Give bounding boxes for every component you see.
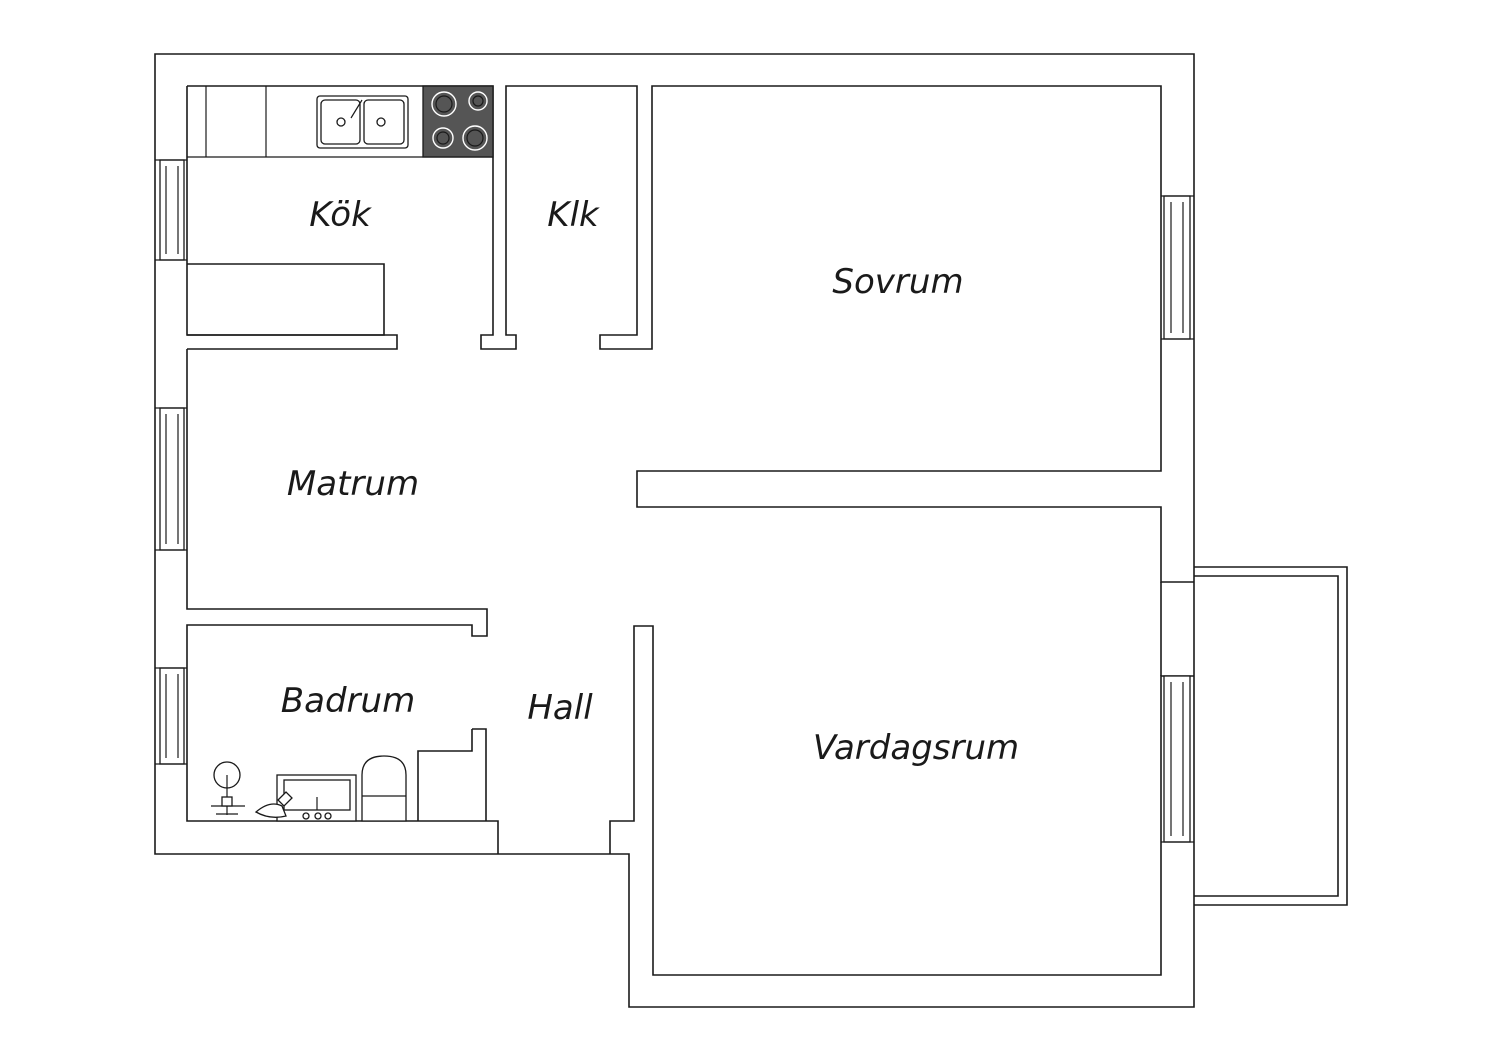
toilet-icon	[361, 755, 407, 822]
label-badrum: Badrum	[281, 681, 415, 721]
label-vardagsrum: Vardagsrum	[813, 728, 1019, 768]
outer-walls	[154, 53, 1195, 1008]
label-matrum: Matrum	[287, 464, 419, 504]
window-dining	[155, 407, 187, 551]
window-kitchen	[155, 159, 187, 261]
window-living	[1161, 675, 1194, 843]
washbasin-icon	[254, 774, 357, 822]
label-kok: Kök	[309, 195, 372, 235]
balcony	[1194, 566, 1348, 906]
window-icon	[155, 159, 1194, 843]
shower-icon	[211, 761, 245, 815]
window-bedroom	[1161, 195, 1194, 340]
interior-walls	[186, 85, 1194, 976]
stove-icon	[422, 85, 494, 158]
label-hall: Hall	[527, 688, 593, 728]
room-labels: Kök Klk Sovrum Matrum Badrum Hall Vardag…	[281, 195, 1019, 768]
kitchen-outline	[187, 85, 1194, 583]
label-sovrum: Sovrum	[832, 262, 963, 302]
label-klk: Klk	[547, 195, 600, 235]
sink-icon	[316, 95, 409, 149]
window-bathroom	[155, 667, 187, 765]
